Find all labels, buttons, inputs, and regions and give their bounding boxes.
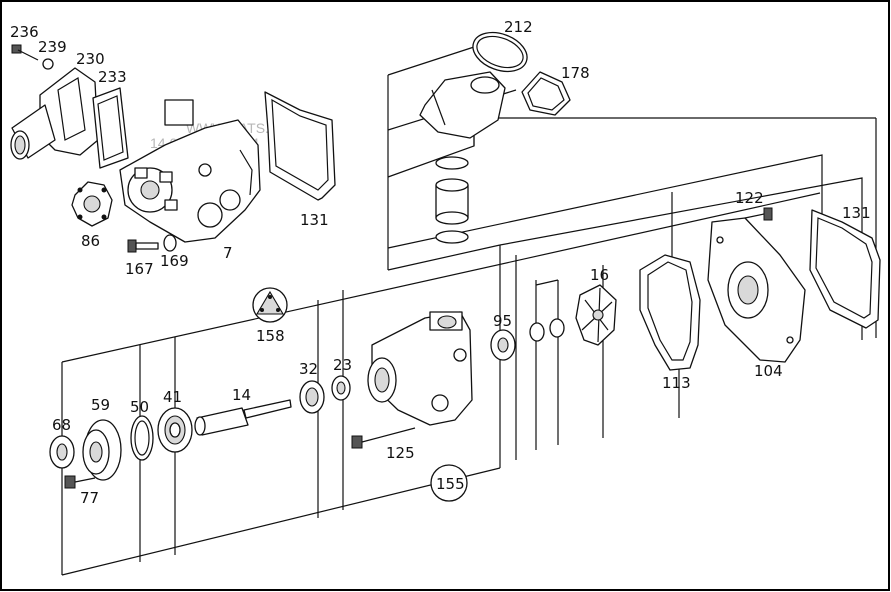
part-16-impeller — [575, 284, 617, 346]
part-131-gasket-top — [264, 91, 336, 201]
label-122: 122 — [735, 189, 764, 207]
seal-ring-a — [529, 322, 545, 342]
part-23-ring — [331, 375, 351, 401]
callout-155-circle — [430, 464, 468, 502]
label-169: 169 — [160, 252, 189, 270]
part-113-gasket — [639, 254, 701, 371]
part-59-flange — [82, 419, 122, 481]
part-86-hub — [71, 181, 113, 227]
part-50-ring — [130, 415, 154, 461]
part-233-gasket — [92, 87, 129, 169]
label-104: 104 — [754, 362, 783, 380]
label-239: 239 — [38, 38, 67, 56]
part-41-bearing — [157, 407, 193, 453]
label-178: 178 — [561, 64, 590, 82]
label-236: 236 — [10, 23, 39, 41]
part-167-bolt — [127, 239, 159, 253]
label-113: 113 — [662, 374, 691, 392]
part-169-washer — [163, 234, 177, 252]
thermostat-cover — [419, 71, 506, 139]
thermostat-oring-upper — [435, 156, 469, 170]
label-77: 77 — [80, 489, 99, 507]
part-7-pump-body — [119, 99, 261, 243]
part-230-housing — [10, 67, 99, 160]
part-158-plate — [252, 287, 288, 323]
part-14-shaft — [194, 399, 292, 436]
label-158: 158 — [256, 327, 285, 345]
label-59: 59 — [91, 396, 110, 414]
label-155: 155 — [436, 475, 465, 493]
part-104-cover — [707, 217, 806, 363]
label-32: 32 — [299, 360, 318, 378]
label-41: 41 — [163, 388, 182, 406]
thermostat-oring-lower — [435, 230, 469, 244]
label-233: 233 — [98, 68, 127, 86]
label-212: 212 — [504, 18, 533, 36]
label-95: 95 — [493, 312, 512, 330]
label-68: 68 — [52, 416, 71, 434]
part-212-oring — [472, 31, 528, 73]
part-95-seal — [490, 329, 516, 361]
label-7: 7 — [223, 244, 233, 262]
part-labels: 236 239 230 233 212 178 131 131 86 167 1… — [10, 18, 871, 507]
label-14: 14 — [232, 386, 251, 404]
part-32-bearing — [299, 380, 325, 414]
part-239-washer — [42, 58, 54, 70]
label-50: 50 — [130, 398, 149, 416]
label-16: 16 — [590, 266, 609, 284]
label-86: 86 — [81, 232, 100, 250]
label-125: 125 — [386, 444, 415, 462]
label-230: 230 — [76, 50, 105, 68]
part-68-ring — [49, 435, 75, 469]
seal-ring-b — [549, 318, 565, 338]
part-77-bolt — [64, 475, 96, 489]
label-131-top: 131 — [300, 211, 329, 229]
label-23: 23 — [333, 356, 352, 374]
part-125-bolt — [351, 427, 416, 449]
part-122-bolt — [744, 207, 773, 221]
label-131-right: 131 — [842, 204, 871, 222]
part-131-gasket-right — [809, 209, 881, 329]
label-167: 167 — [125, 260, 154, 278]
thermostat-insert — [435, 178, 469, 225]
part-236-bolt — [11, 44, 39, 61]
bearing-housing — [367, 311, 473, 426]
